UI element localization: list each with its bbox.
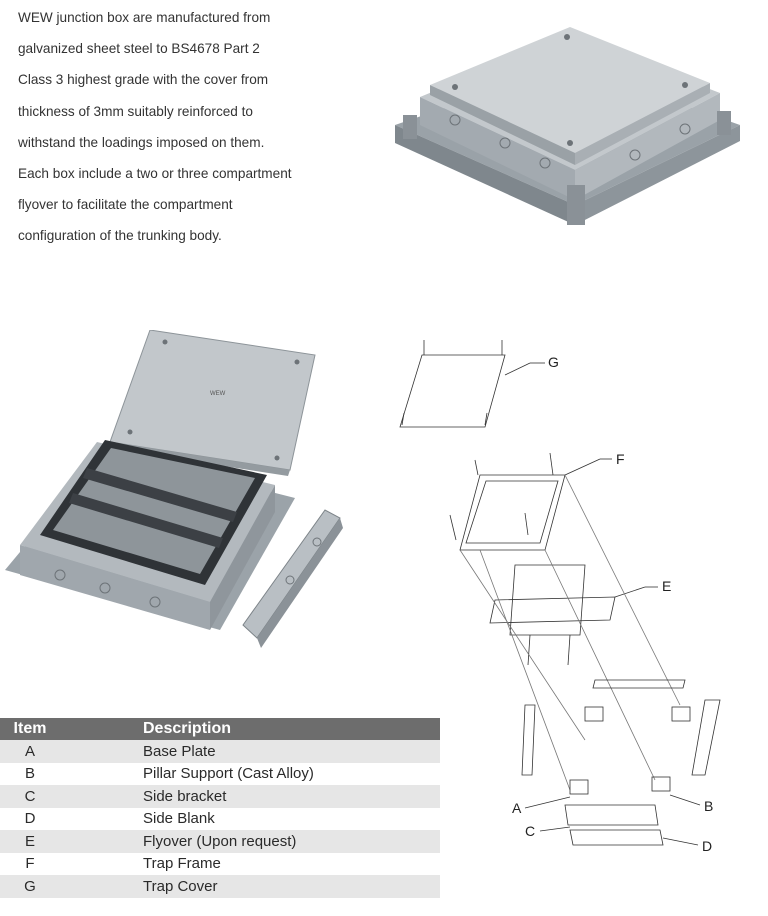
intro-line: Each box include a two or three compartm… [18,166,292,182]
item-cell: C [0,785,60,808]
intro-line: WEW junction box are manufactured from [18,10,271,25]
intro-line: galvanized sheet steel to BS4678 Part 2 [18,41,260,57]
pillar-support-drawing [569,706,691,795]
table-row: A Base Plate [0,740,440,763]
intro-line: withstand the loadings imposed on them. [18,134,265,150]
description-cell: Base Plate [60,740,440,763]
table-row: C Side bracket [0,785,440,808]
side-blank-drawing [564,804,664,846]
table-header-row: Item Description [0,718,440,740]
description-cell: Side bracket [60,785,440,808]
intro-line: thickness of 3mm suitably reinforced to [18,103,253,119]
intro-line: flyover to facilitate the compartment [18,197,233,213]
label-e: E [662,578,671,594]
label-c: C [525,823,535,839]
cover-stamp: WEW [210,391,226,397]
description-cell: Trap Frame [143,855,221,873]
label-g: G [548,354,559,370]
label-f: F [616,451,625,467]
item-cell: D [24,810,36,828]
exploded-assembly-diagram: G F E A B C D [399,340,721,854]
column-header-item: Item [0,718,60,740]
trap-cover-drawing [399,340,545,428]
table-row: E Flyover (Upon request) [0,830,440,853]
intro-line: Class 3 highest grade with the cover fro… [18,72,269,88]
table-row: D Side Blank [0,808,440,831]
intro-paragraph: WEW junction box are manufactured from g… [18,2,328,252]
table-row: F Trap Frame [0,853,440,876]
description-cell: Flyover (Upon request) [60,830,440,853]
column-header-description: Description [60,718,440,740]
trap-frame-drawing [449,452,612,551]
description-cell: Trap Cover [60,875,440,898]
label-d: D [702,838,712,854]
item-cell: G [0,875,60,898]
parts-table: Item Description A Base Plate B Pillar S… [0,718,440,898]
label-a: A [512,800,522,816]
junction-box-closed-photo [395,27,740,225]
item-cell: B [24,765,35,783]
intro-line: configuration of the trunking body. [18,228,222,244]
table-row: B Pillar Support (Cast Alloy) [0,763,440,786]
description-cell: Side Blank [143,810,215,828]
junction-box-open-photo: WEW [5,330,343,648]
item-cell: F [25,855,35,873]
table-row: G Trap Cover [0,875,440,898]
flyover-drawing [489,564,658,666]
side-bracket-drawing [521,679,721,776]
item-cell: E [0,830,60,853]
description-cell: Pillar Support (Cast Alloy) [143,765,314,783]
item-cell: A [0,740,60,763]
label-b: B [704,798,713,814]
